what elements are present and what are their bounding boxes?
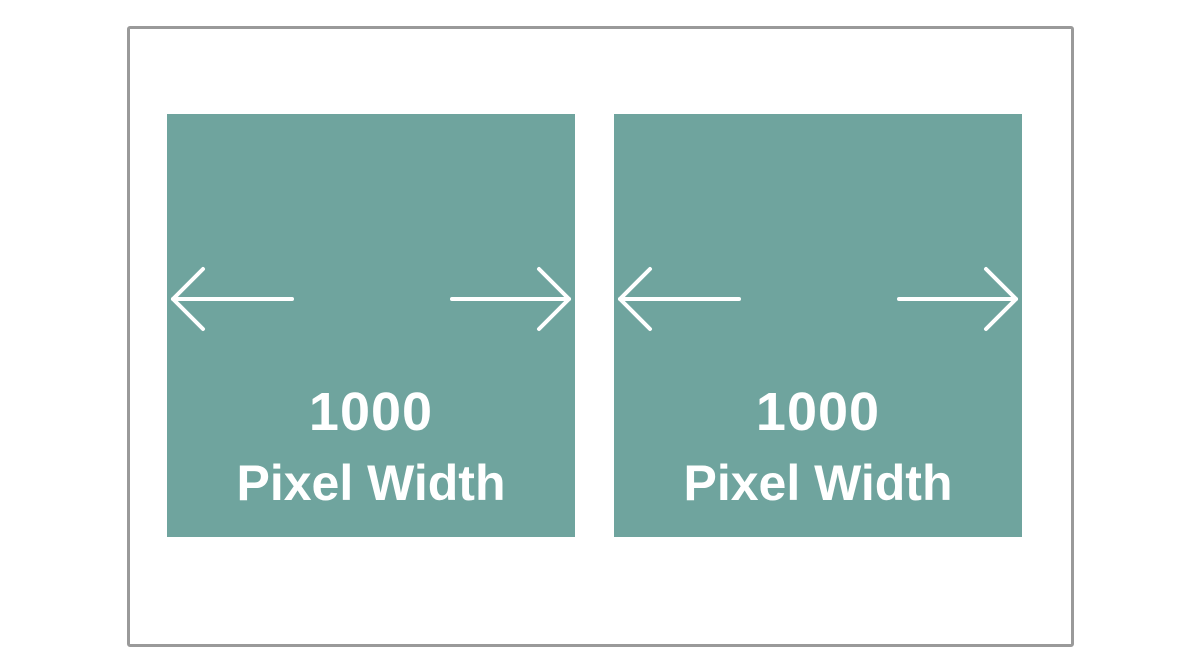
arrow-left-icon — [171, 267, 294, 331]
width-arrows — [171, 267, 571, 331]
panel-left: 1000 Pixel Width — [167, 114, 575, 537]
pixel-count: 1000 — [755, 382, 881, 442]
arrow-right-icon — [897, 267, 1018, 331]
pixel-width-label: Pixel Width — [236, 455, 506, 511]
pixel-count: 1000 — [308, 382, 434, 442]
pixel-width-label: Pixel Width — [683, 455, 953, 511]
arrow-left-icon — [618, 267, 741, 331]
panel-right: 1000 Pixel Width — [614, 114, 1022, 537]
width-arrows — [618, 267, 1018, 331]
arrow-right-icon — [450, 267, 571, 331]
